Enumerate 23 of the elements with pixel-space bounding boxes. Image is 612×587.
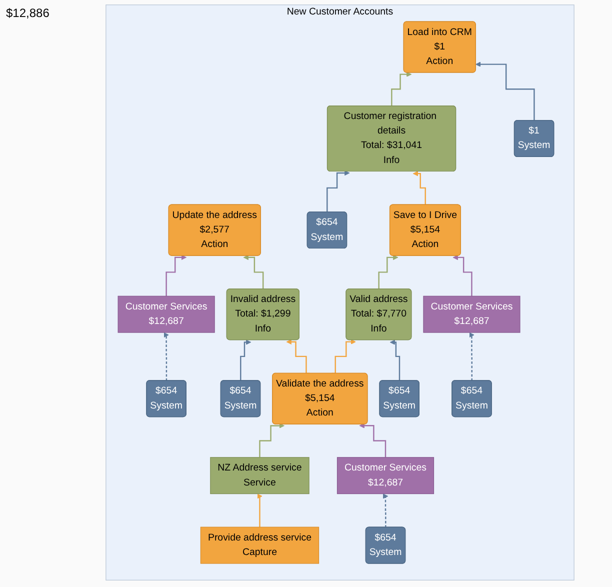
arrow bbox=[164, 332, 169, 382]
arrow bbox=[452, 254, 472, 297]
arrow bbox=[259, 423, 284, 458]
arrow bbox=[243, 254, 264, 290]
arrow bbox=[359, 423, 386, 458]
node-box: Provide address service Capture bbox=[200, 526, 320, 564]
node-box: Customer Services $12,687 bbox=[118, 296, 215, 333]
arrow bbox=[240, 340, 252, 382]
arrow bbox=[378, 254, 398, 290]
arrow bbox=[475, 62, 535, 122]
node-box: Customer Services $12,687 bbox=[336, 457, 434, 494]
arrow bbox=[412, 170, 426, 206]
note-label: $12,886 bbox=[6, 6, 50, 20]
arrow bbox=[469, 332, 474, 382]
node-box: Customer Services $12,687 bbox=[423, 296, 520, 333]
node-box: NZ Address service Service bbox=[210, 457, 310, 494]
arrow bbox=[382, 494, 388, 528]
arrow bbox=[257, 494, 262, 528]
arrow bbox=[391, 72, 412, 107]
arrow bbox=[286, 339, 310, 374]
arrow bbox=[326, 170, 350, 213]
arrow bbox=[166, 254, 187, 297]
arrow bbox=[390, 340, 400, 382]
